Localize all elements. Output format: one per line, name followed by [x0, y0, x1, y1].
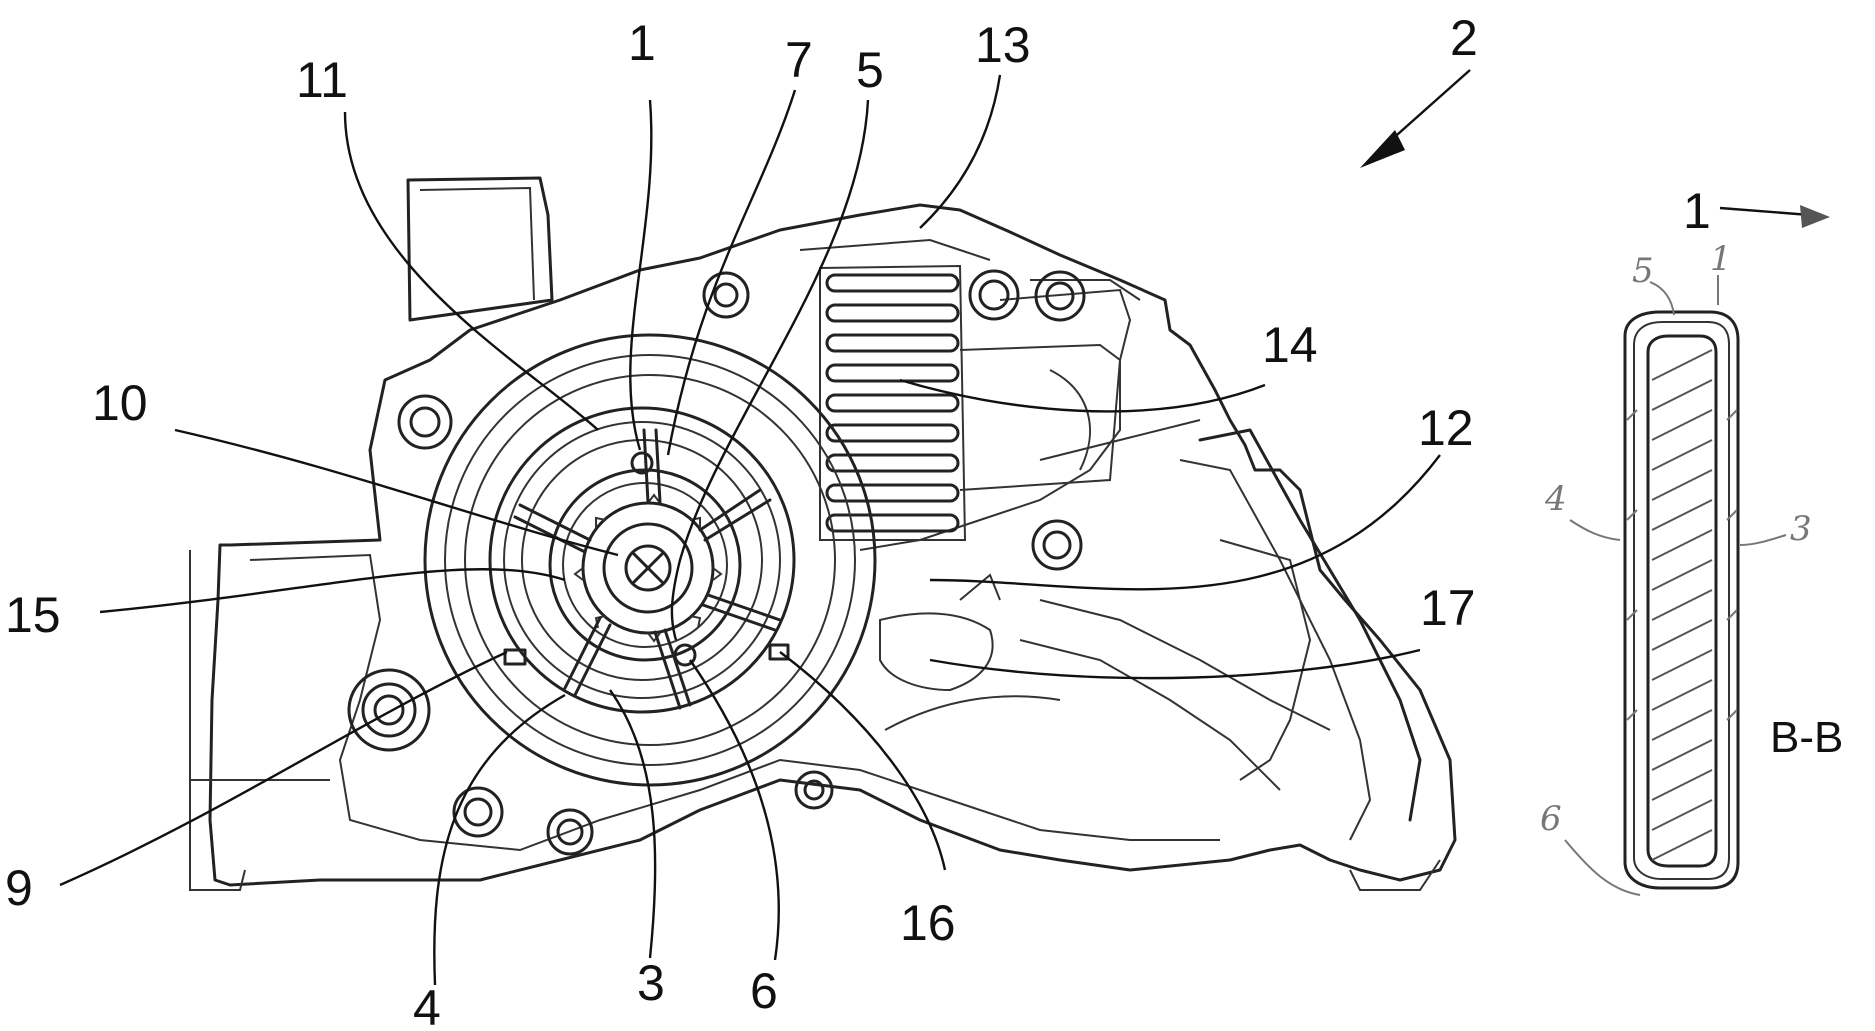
spring — [827, 275, 958, 531]
label-6: 6 — [750, 963, 778, 1019]
section-label-4: 4 — [1544, 479, 1567, 519]
leader-lines — [60, 75, 1440, 985]
section-label-6: 6 — [1540, 799, 1562, 839]
label-17: 17 — [1420, 580, 1476, 636]
label-11: 11 — [296, 52, 348, 108]
label-16: 16 — [900, 895, 956, 951]
bolt-holes — [349, 271, 1084, 854]
label-10: 10 — [92, 375, 148, 431]
arrow-2 — [1360, 70, 1470, 168]
rotor-assembly — [425, 335, 1060, 785]
section-title: B-B — [1770, 713, 1843, 762]
section-hatching — [1652, 350, 1712, 860]
label-1: 1 — [628, 15, 656, 71]
label-15: 15 — [5, 587, 61, 643]
pump-housing — [190, 178, 1455, 890]
label-2: 2 — [1450, 10, 1478, 66]
section-label-3: 3 — [1790, 509, 1812, 549]
label-4: 4 — [413, 980, 441, 1031]
reference-numerals: 1 2 3 4 5 6 7 9 10 11 12 13 14 15 16 17 — [5, 10, 1478, 1031]
section-label-5: 5 — [1632, 251, 1654, 291]
label-9: 9 — [5, 860, 33, 916]
label-13: 13 — [975, 17, 1031, 73]
label-14: 14 — [1262, 317, 1318, 373]
section-view: 1 5 1 4 3 6 B-B — [1540, 183, 1843, 895]
label-7: 7 — [785, 32, 813, 88]
label-3: 3 — [637, 955, 665, 1011]
section-label-1: 1 — [1710, 239, 1732, 279]
label-12: 12 — [1418, 400, 1474, 456]
label-5: 5 — [856, 42, 884, 98]
section-ref-label: 1 — [1683, 183, 1711, 239]
